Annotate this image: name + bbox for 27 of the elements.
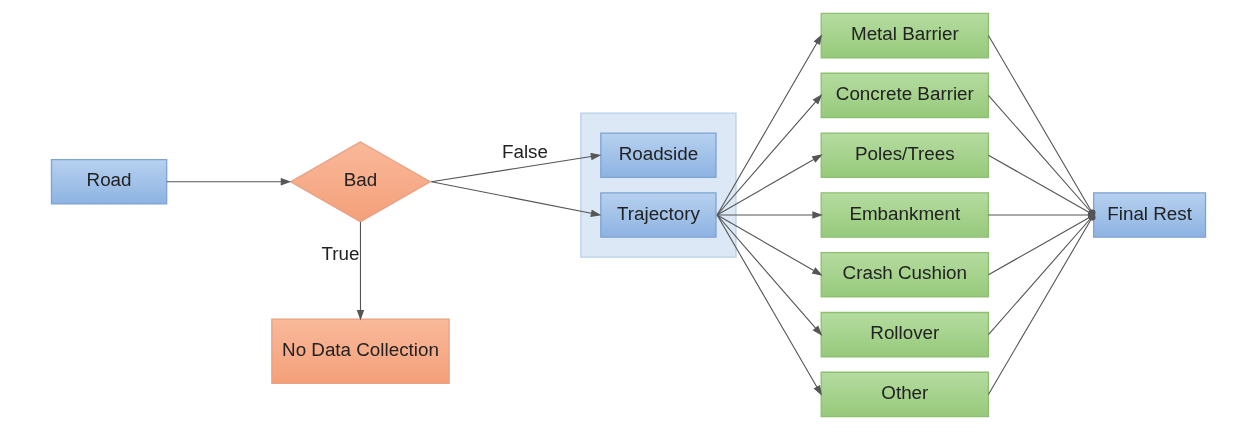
cluster — [580, 111, 737, 258]
edge-label: True — [321, 242, 360, 264]
node-box: No Data Collection — [271, 317, 450, 384]
node-diamond: Bad — [289, 140, 432, 222]
node-box: Crash Cushion — [820, 251, 990, 298]
node-box: Other — [820, 371, 990, 417]
arrow — [716, 33, 823, 216]
arrow — [716, 93, 823, 216]
node-box: Poles/Trees — [820, 131, 990, 178]
arrow — [716, 153, 823, 216]
arrow — [716, 210, 823, 219]
arrow — [716, 213, 823, 396]
arrow — [716, 213, 823, 336]
node-box: Road — [50, 158, 168, 205]
arrow — [166, 177, 292, 185]
edge-label: False — [501, 140, 548, 162]
node-box: Roadside — [600, 131, 717, 178]
node-box: Rollover — [820, 311, 990, 357]
node-box: Final Rest — [1093, 191, 1207, 238]
node-box: Trajectory — [600, 191, 717, 238]
arrow — [356, 220, 365, 320]
arrow — [430, 152, 602, 182]
arrow — [716, 213, 823, 276]
arrow — [430, 180, 602, 217]
node-box: Metal Barrier — [820, 12, 990, 58]
node-box: Embankment — [820, 191, 990, 238]
node-box: Concrete Barrier — [820, 72, 990, 118]
